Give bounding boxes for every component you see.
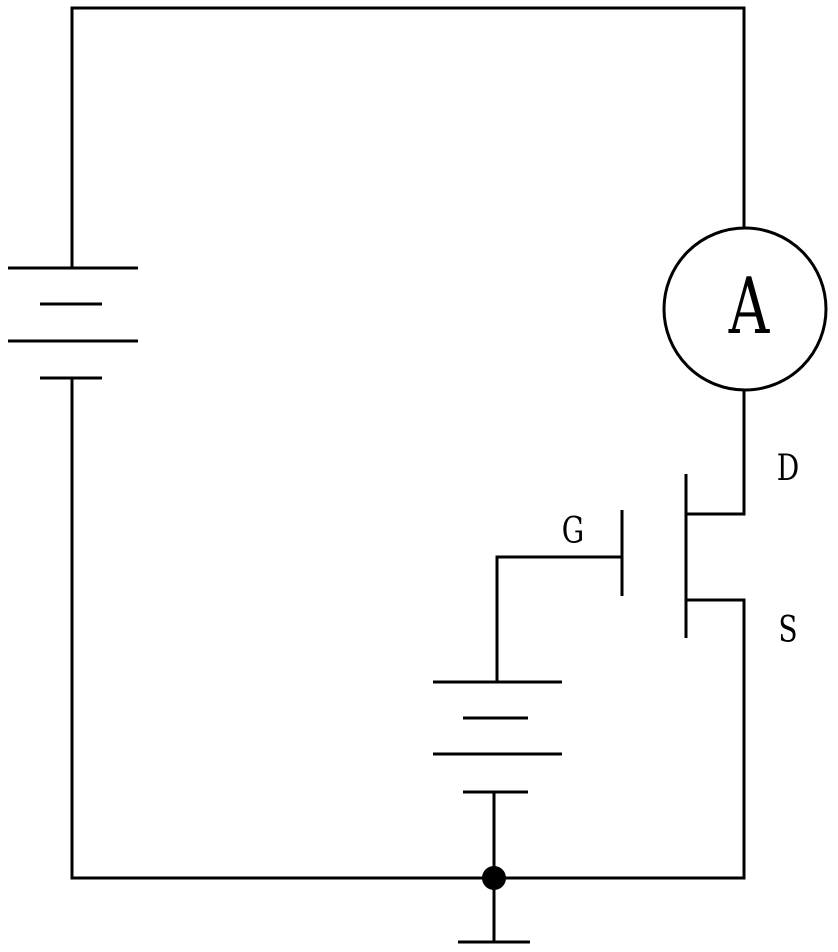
gate-battery <box>433 680 562 794</box>
gate-label: G <box>562 510 584 552</box>
source-label: S <box>778 609 797 651</box>
main-battery <box>8 266 138 380</box>
wire-right-bottom <box>492 598 746 880</box>
drain-label: D <box>777 447 800 489</box>
ammeter-circle <box>662 226 828 392</box>
ammeter: A <box>662 226 828 392</box>
wire-left-bottom <box>70 376 496 880</box>
wire-gate <box>495 555 624 684</box>
transistor: D G S <box>562 447 799 651</box>
junction-node <box>482 866 506 890</box>
wire-top <box>70 6 746 270</box>
ammeter-label: A <box>728 262 770 353</box>
main-loop-wires <box>70 6 746 880</box>
